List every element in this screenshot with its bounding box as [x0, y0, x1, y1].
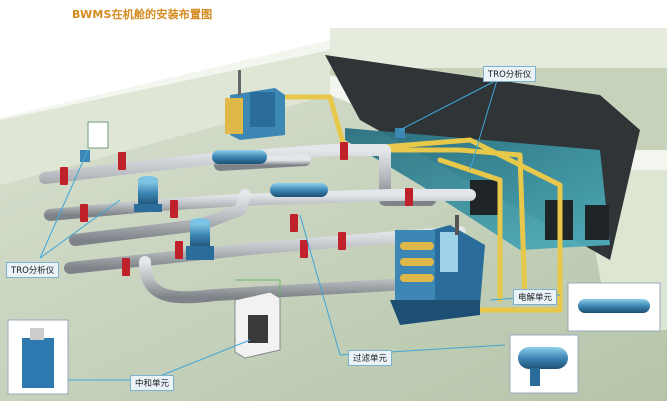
upper-deck [330, 28, 667, 68]
pumps [134, 176, 214, 260]
neutralization-inset-photo [7, 319, 69, 395]
tro-analyzer-icon [395, 128, 405, 138]
red-valve-icon [122, 258, 130, 276]
red-valve-icon [338, 232, 346, 250]
filter-units [212, 150, 328, 197]
red-valve-icon [175, 241, 183, 259]
electrolysis-unit-label: 电解单元 [513, 289, 558, 305]
pipe-middle [64, 226, 466, 274]
leader-line [399, 79, 498, 131]
red-valve-icon [290, 214, 298, 232]
electrolysis-inset-photo [567, 282, 661, 332]
red-valve-icon [118, 152, 126, 170]
leader-line [39, 149, 89, 259]
leader-line [469, 79, 498, 171]
neutralization-unit-label: 中和单元 [130, 375, 175, 391]
leader-line [149, 339, 251, 381]
pipe-branch [69, 189, 251, 246]
tro-analyzer-label-top: TRO分析仪 [483, 66, 537, 82]
yellow-pipe [282, 94, 528, 303]
page-title: BWMS在机舱的安装布置图 [72, 8, 213, 21]
red-valve-icon [340, 142, 348, 160]
blue-pump-icon [134, 176, 162, 212]
red-valve-icon [60, 167, 68, 185]
chemical-pipes [282, 94, 563, 313]
filter-cylinder [212, 150, 267, 164]
filter-unit-label: 过滤单元 [348, 350, 393, 366]
electrolysis-skid-large [390, 215, 485, 325]
valves [60, 142, 413, 276]
red-valve-icon [170, 200, 178, 218]
yellow-pipe [437, 157, 503, 303]
yellow-pipe [342, 137, 563, 313]
red-valve-icon [80, 204, 88, 222]
leader-line [299, 214, 341, 356]
tro-analyzer-label-left: TRO分析仪 [6, 262, 60, 278]
blue-pump-icon [186, 218, 214, 260]
electrolysis-skid-small [225, 70, 285, 140]
filter-inset-photo [509, 334, 579, 394]
leader-line [235, 279, 281, 300]
neutralization-cabinet [234, 291, 281, 359]
leader-line [39, 199, 121, 259]
filter-cylinder [270, 183, 328, 197]
tank-frame [585, 205, 609, 240]
red-valve-icon [405, 188, 413, 206]
red-valve-icon [300, 240, 308, 258]
pipe-lower [139, 256, 476, 304]
